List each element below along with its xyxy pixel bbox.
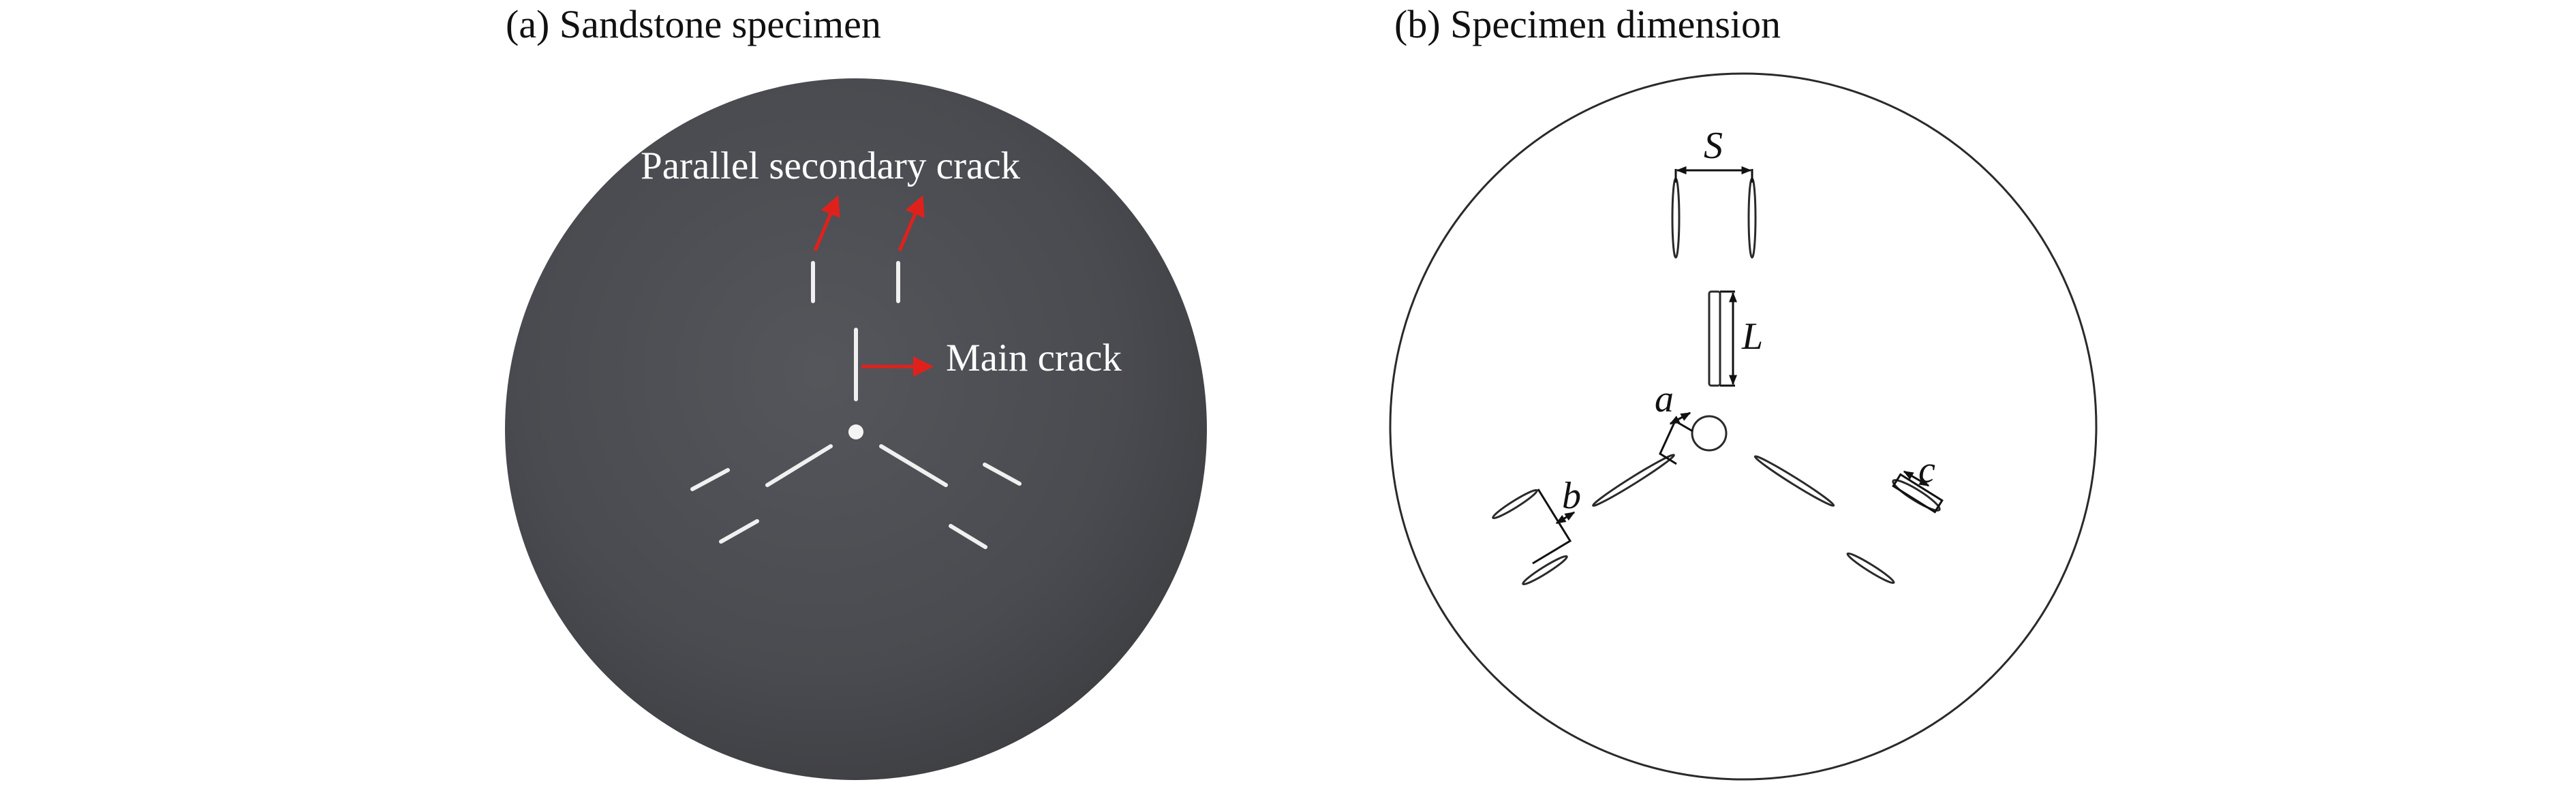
- central-hole-outline: [1691, 415, 1728, 452]
- main-crack-left: [765, 444, 833, 487]
- crack-left-upper: [1492, 488, 1538, 520]
- label-L: L: [1741, 315, 1763, 358]
- secondary-crack-left-upper: [690, 468, 730, 491]
- dim-c: [1903, 470, 1930, 487]
- arrow-secondary-left: [813, 195, 840, 251]
- label-a: a: [1655, 378, 1674, 420]
- dim-b-ext: [1532, 488, 1572, 565]
- dim-b: [1555, 511, 1576, 525]
- label-c: c: [1918, 449, 1935, 491]
- label-parallel-secondary-crack: Parallel secondary crack: [641, 144, 1021, 187]
- crack-main-vertical: [1708, 290, 1721, 387]
- label-main-crack: Main crack: [946, 337, 1122, 379]
- main-crack-right: [879, 444, 948, 487]
- central-hole: [848, 424, 863, 439]
- panel-b: S L a b c: [1389, 72, 2098, 781]
- crack-right-upper: [1892, 479, 1941, 512]
- crack-main-right: [1753, 455, 1835, 507]
- label-S: S: [1704, 125, 1723, 167]
- dim-c-box: [1892, 473, 1944, 514]
- panel-b-caption: (b) Specimen dimension: [1394, 2, 1781, 46]
- annotation-arrows: [813, 195, 934, 377]
- crack-main-left: [1592, 454, 1675, 507]
- dim-a-ext: [1659, 419, 1693, 465]
- label-b: b: [1562, 475, 1581, 517]
- crack-set-a: [690, 261, 1022, 549]
- crack-top-right: [1747, 177, 1757, 259]
- panel-a: Parallel secondary crack Main crack: [505, 78, 1207, 780]
- crack-right-lower: [1846, 552, 1895, 585]
- crack-left-lower: [1522, 555, 1568, 586]
- dim-a: [1669, 411, 1691, 425]
- specimen-outline: [1389, 72, 2098, 781]
- dimension-lines: [1532, 166, 1944, 565]
- secondary-crack-right-lower: [949, 524, 987, 549]
- crack-outlines: [1492, 177, 1941, 586]
- secondary-crack-left-lower: [719, 519, 759, 544]
- secondary-crack-right-upper: [983, 463, 1022, 486]
- panel-a-caption: (a) Sandstone specimen: [506, 2, 881, 46]
- crack-top-left: [1671, 177, 1681, 259]
- arrow-secondary-right: [898, 195, 925, 251]
